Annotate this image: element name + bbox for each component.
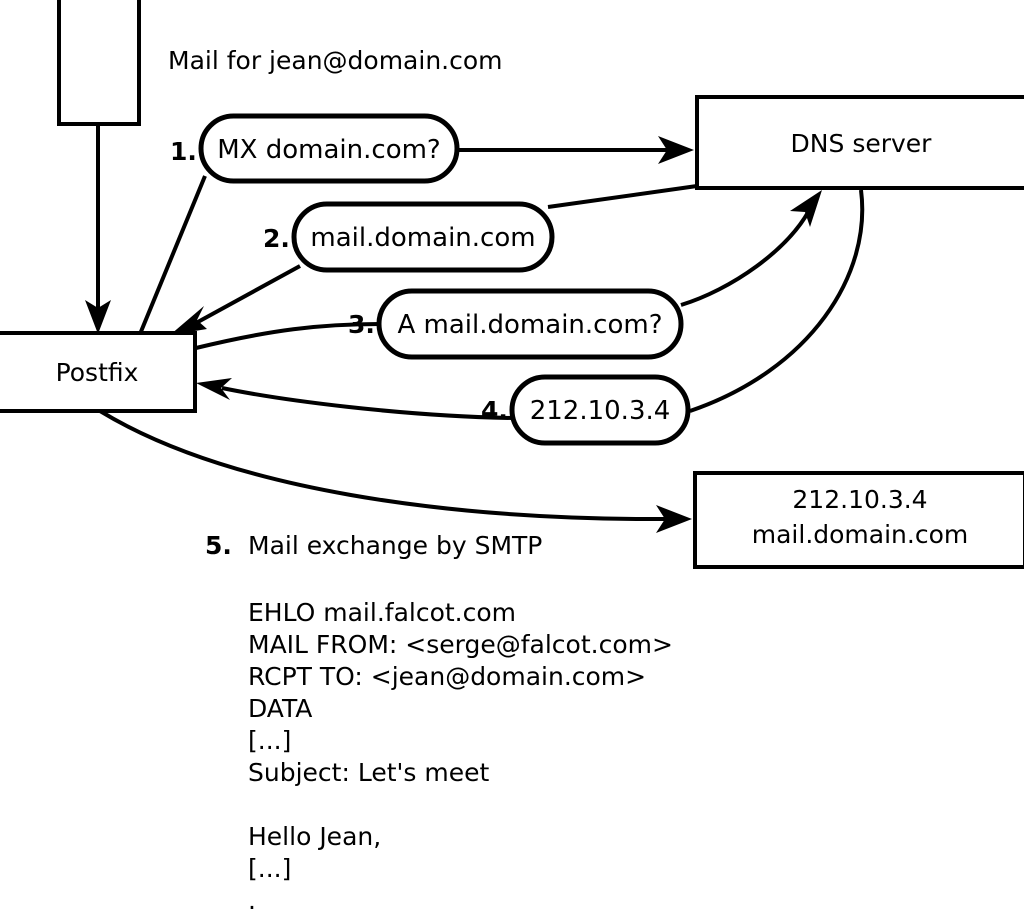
- node-remote-mail-server-host: mail.domain.com: [752, 520, 968, 549]
- transcript-line-5: Subject: Let's meet: [248, 758, 489, 787]
- node-dns-server-label: DNS server: [791, 129, 933, 158]
- node-sender-client: [57, 0, 141, 126]
- connector-postfix-to-mailserver: [98, 409, 692, 533]
- connector-step1-to-dns: [458, 136, 694, 164]
- bubble-step-2: [291, 201, 555, 273]
- transcript-line-0: EHLO mail.falcot.com: [248, 598, 516, 627]
- connector-postfix-to-step1: [138, 175, 207, 335]
- node-remote-mail-server: [693, 471, 1024, 569]
- bubble-step-2-label: mail.domain.com: [310, 223, 535, 253]
- transcript-line-8: [...]: [248, 854, 291, 883]
- step-1-number: 1.: [170, 137, 197, 166]
- node-postfix: [0, 331, 197, 413]
- connector-step3-to-dns: [680, 190, 822, 307]
- connector-postfix-to-step3: [195, 322, 381, 350]
- bubble-step-3-label: A mail.domain.com?: [398, 310, 663, 340]
- connector-dns-to-step2: [547, 184, 698, 209]
- diagram-title-text: Mail for jean@domain.com: [168, 46, 503, 75]
- step-4-number: 4.: [481, 396, 508, 425]
- connector-client-to-postfix: [85, 124, 111, 334]
- transcript-line-4: [...]: [248, 726, 291, 755]
- bubble-step-1: [198, 113, 460, 184]
- transcript-line-7: Hello Jean,: [248, 822, 381, 851]
- bubble-step-1-label: MX domain.com?: [217, 135, 440, 165]
- step-5-label: Mail exchange by SMTP: [248, 531, 542, 560]
- transcript-line-2: RCPT TO: <jean@domain.com>: [248, 662, 646, 691]
- connector-step2-to-postfix: [170, 264, 301, 335]
- connector-step4-to-postfix: [196, 378, 513, 420]
- bubble-step-3: [376, 288, 684, 360]
- transcript-line-9: .: [248, 886, 256, 915]
- bubble-step-4: [509, 374, 691, 446]
- step-5-number: 5.: [205, 531, 232, 560]
- bubble-step-4-label: 212.10.3.4: [530, 396, 671, 426]
- transcript-line-1: MAIL FROM: <serge@falcot.com>: [248, 630, 673, 659]
- step-3-number: 3.: [348, 310, 375, 339]
- transcript-line-3: DATA: [248, 694, 312, 723]
- node-dns-server: [695, 95, 1024, 190]
- node-remote-mail-server-ip: 212.10.3.4: [792, 485, 927, 514]
- step-2-number: 2.: [263, 224, 290, 253]
- connector-dns-to-step4: [689, 189, 865, 413]
- node-postfix-label: Postfix: [56, 358, 139, 387]
